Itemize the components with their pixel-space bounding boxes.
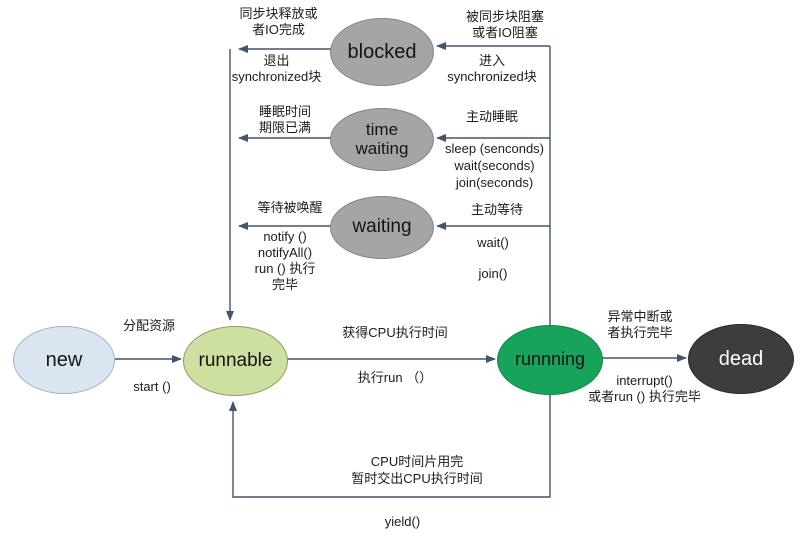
label-blocked-by-sync: 被同步块阻塞 或者IO阻塞	[465, 9, 544, 40]
label-active-wait: 主动等待	[470, 202, 523, 217]
state-time-waiting: time waiting	[330, 108, 434, 171]
label-cpu-slice-used: CPU时间片用完 暂时交出CPU执行时间	[351, 454, 483, 486]
label-allocate-resource: 分配资源	[122, 318, 175, 333]
label-active-sleep: 主动睡眠	[465, 109, 518, 124]
label-gain-cpu-time: 获得CPU执行时间	[342, 325, 448, 340]
label-wait-to-be-woken: 等待被唤醒	[257, 200, 323, 215]
state-dead: dead	[688, 324, 794, 394]
label-start-call: start ()	[133, 379, 171, 394]
label-abnormal-interrupt: 异常中断或 者执行完毕	[607, 309, 673, 340]
state-blocked: blocked	[330, 18, 434, 86]
label-wait-call: wait()	[477, 235, 509, 250]
state-running: runnning	[497, 325, 603, 395]
state-runnable: runnable	[183, 326, 288, 396]
label-sleep-methods: sleep (senconds) wait(seconds) join(seco…	[445, 141, 544, 190]
label-yield-call: yield()	[384, 514, 421, 529]
edge-yield-loop	[229, 394, 551, 498]
label-sleep-time-expired: 睡眠时间 期限已满	[258, 104, 311, 135]
label-exit-synchronized: 退出 synchronized块	[231, 53, 322, 84]
label-interrupt-or-run-done: interrupt() 或者run () 执行完毕	[588, 373, 701, 404]
label-sync-release: 同步块释放或 者IO完成	[239, 6, 318, 37]
label-join-call: join()	[478, 266, 508, 281]
state-waiting: waiting	[330, 196, 434, 259]
label-execute-run: 执行run （）	[357, 370, 433, 385]
label-notify-methods: notify () notifyAll() run () 执行 完毕	[254, 229, 316, 292]
label-enter-synchronized: 进入 synchronized块	[447, 53, 537, 84]
state-new: new	[13, 326, 115, 394]
